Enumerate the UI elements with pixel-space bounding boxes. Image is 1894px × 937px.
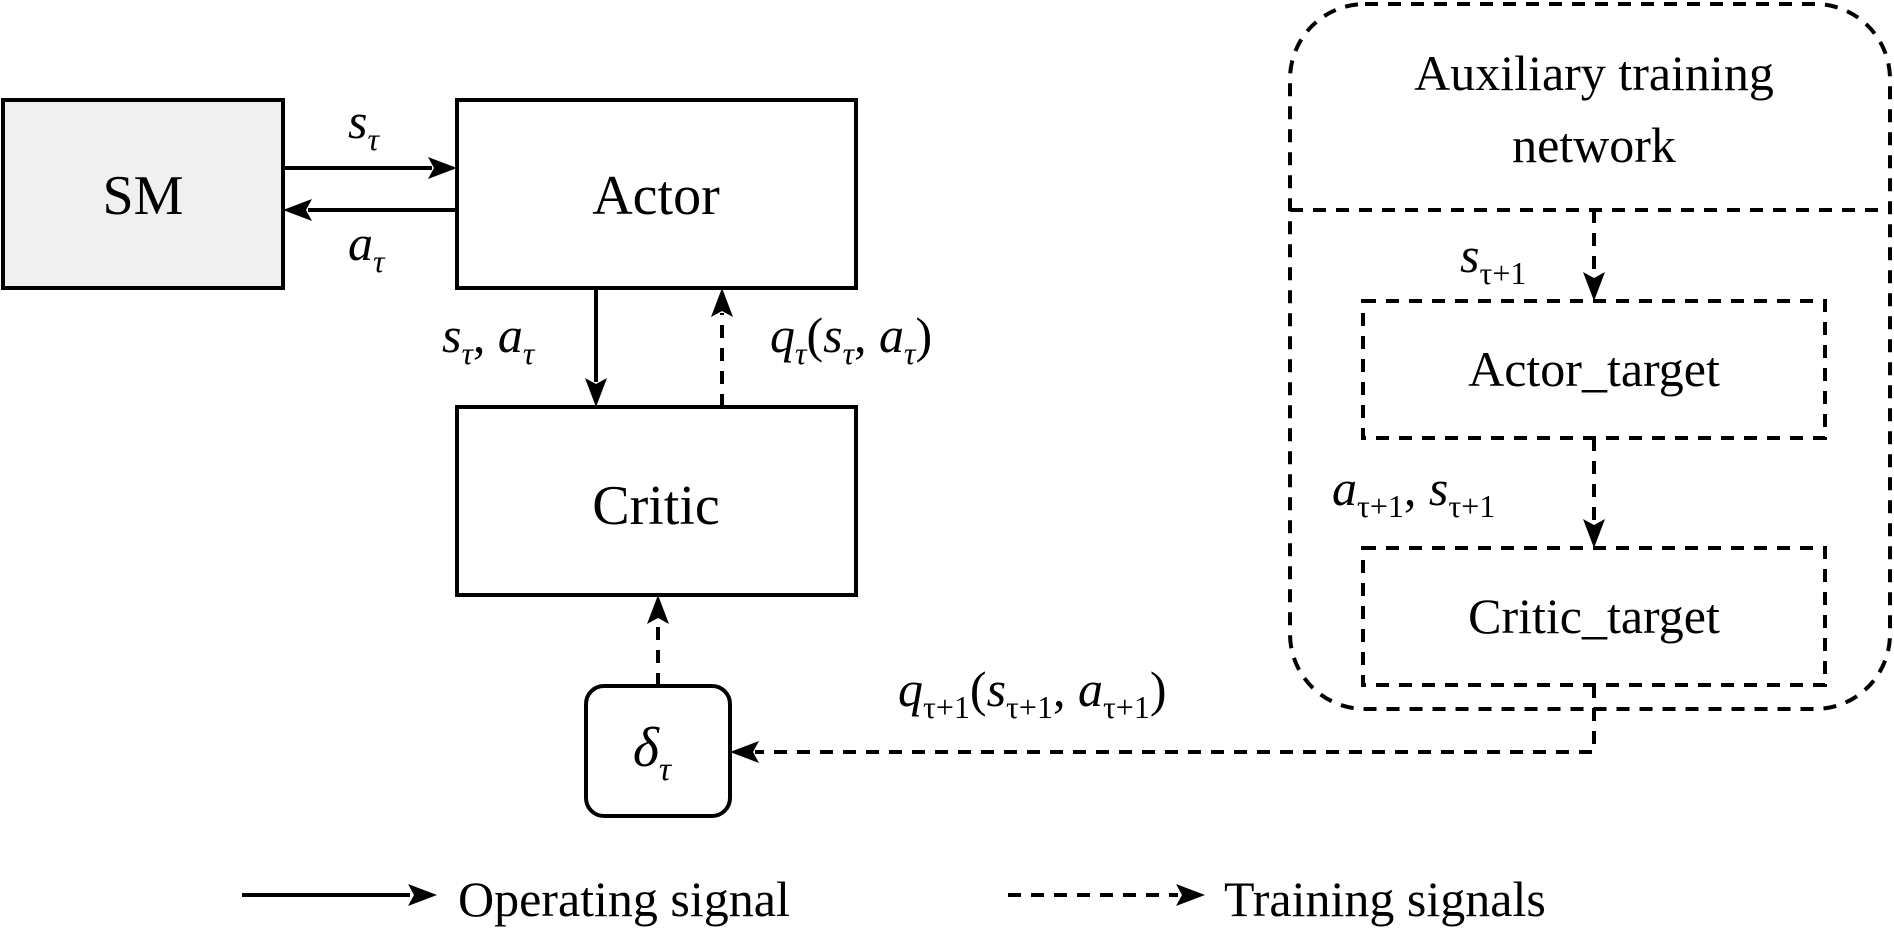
label-q-value: qτ(sτ, aτ) [770, 307, 932, 371]
label-next-q-value: qτ+1(sτ+1, aτ+1) [898, 661, 1167, 725]
arrowhead-state-to-actor [428, 157, 457, 179]
legend-operating-label: Operating signal [458, 871, 790, 927]
sm-box [1, 98, 285, 290]
critic-target-label: Critic_target [1468, 588, 1720, 644]
actor-target-label: Actor_target [1468, 341, 1720, 397]
critic-box [455, 405, 858, 597]
label-action: aτ [348, 215, 386, 279]
arrow-critic-target-to-delta [755, 685, 1596, 754]
delta-symbol: δ [633, 717, 660, 779]
label-state: sτ [348, 93, 380, 157]
legend-operating-arrowhead [408, 884, 437, 906]
legend-training-label: Training signals [1224, 871, 1546, 927]
legend-training-arrowhead [1176, 884, 1205, 906]
label-next-state: sτ+1 [1460, 227, 1526, 291]
arrowhead-critic-to-actor [711, 288, 733, 317]
label-state-action: sτ, aτ [442, 307, 536, 371]
sm-label: SM [103, 165, 184, 227]
auxiliary-network-title-line1: Auxiliary training [1414, 45, 1774, 101]
arrowhead-aux-to-actor-target [1583, 272, 1605, 301]
arrowhead-delta-to-critic [647, 595, 669, 624]
arrowhead-action-to-sm [283, 199, 312, 221]
delta-subscript: τ [659, 751, 673, 788]
delta-node-label: δτ [633, 717, 673, 788]
auxiliary-network-title-line2: network [1512, 117, 1676, 173]
arrowhead-actor-to-critic [585, 378, 607, 407]
actor-box [455, 98, 858, 290]
label-next-action-state: aτ+1, sτ+1 [1332, 460, 1495, 524]
arrowhead-actor-target-to-critic-target [1583, 519, 1605, 548]
arrowhead-critic-target-to-delta [730, 741, 759, 763]
critic-label: Critic [592, 475, 720, 537]
actor-label: Actor [592, 165, 720, 227]
